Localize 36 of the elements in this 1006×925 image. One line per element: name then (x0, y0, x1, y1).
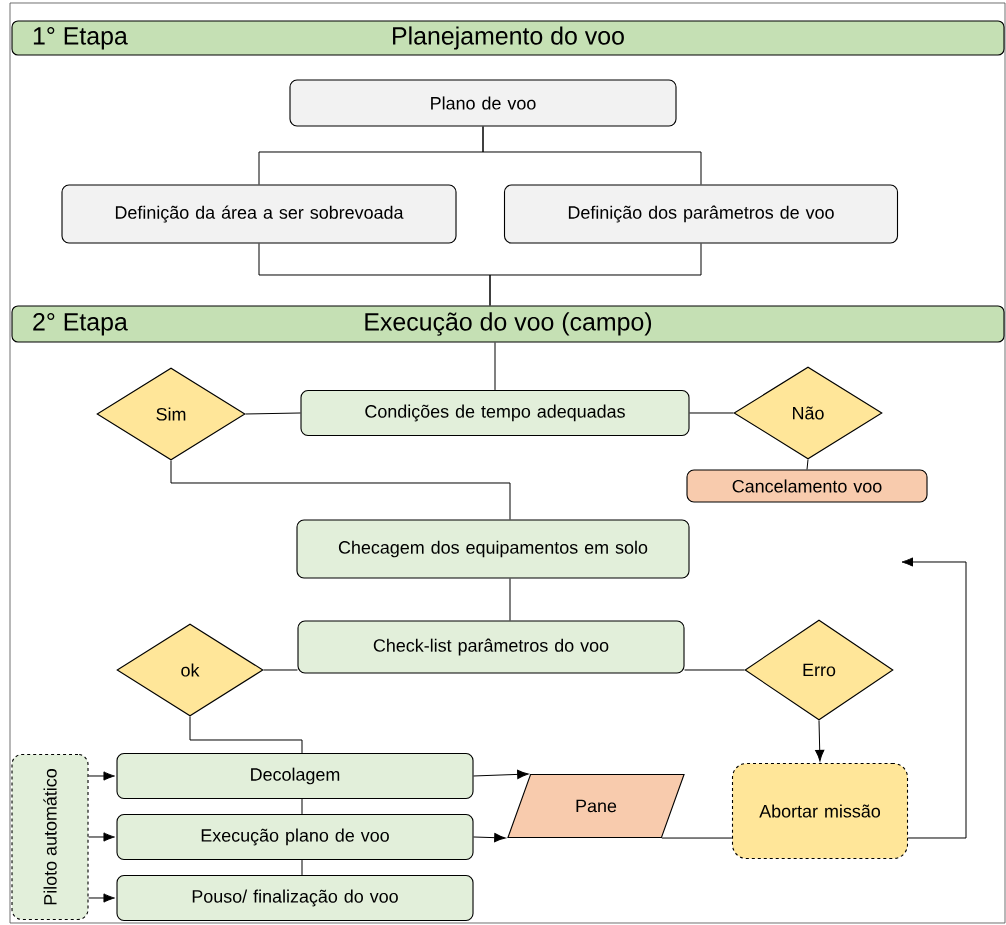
connector-line (482, 126, 702, 185)
arrow (88, 893, 115, 903)
process-box: Definição dos parâmetros de voo (503, 184, 899, 244)
arrow (473, 833, 506, 843)
process-box: Plano de voo (289, 79, 677, 127)
arrow (901, 557, 967, 839)
process-box: Pouso/ finalização do voo (116, 874, 474, 922)
connector-line (263, 669, 298, 671)
connector-line (494, 342, 496, 391)
process-box: Execução plano de voo (116, 813, 474, 861)
connector-line (661, 837, 733, 839)
arrow (473, 769, 529, 779)
connector-line (170, 460, 511, 520)
connector-line (189, 716, 303, 754)
connector-line (301, 859, 303, 876)
process-box: Checagem dos equipamentos em solo (296, 519, 690, 579)
stage-banner: 2° Etapa Execução do voo (campo) (11, 305, 1005, 343)
arrow (88, 771, 115, 781)
connector-line (489, 243, 702, 306)
process-box: Decolagem (116, 752, 474, 800)
connector-line (806, 459, 809, 470)
process-box: Abortar missão (731, 762, 909, 860)
side-box: Piloto automático (11, 753, 89, 921)
process-box: Cancelamento voo (686, 469, 928, 503)
connector-line (245, 412, 301, 415)
stage-banner: 1° Etapa Planejamento do voo (11, 20, 1005, 56)
parallelogram: Pane (507, 773, 685, 839)
connector-line (301, 798, 303, 815)
connector-line (684, 669, 745, 671)
arrow (815, 720, 825, 762)
connector-line (509, 578, 511, 621)
arrow (88, 832, 115, 842)
process-box: Check-list parâmetros do voo (297, 620, 685, 674)
connector-line (689, 412, 734, 414)
process-box: Definição da área a ser sobrevoada (61, 184, 457, 244)
process-box: Condições de tempo adequadas (300, 389, 690, 437)
